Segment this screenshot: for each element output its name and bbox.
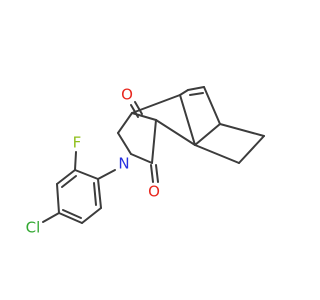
bond-ar2-ar3: [56, 169, 76, 185]
bond-layer: [42, 86, 265, 224]
bond-ar6-ar1: [97, 178, 102, 209]
bond-c3-o-b: [155, 164, 159, 183]
bond-c7a-c3: [151, 119, 157, 164]
bond-ar-inner-1: [61, 175, 77, 188]
bond-ar3-ar4: [56, 183, 60, 214]
bond-ar4-ar5: [58, 212, 83, 224]
bond-bh1-alkene: [179, 89, 189, 96]
atom-nitrogen: N: [118, 155, 129, 173]
bond-c3-o-a: [150, 164, 154, 183]
bond-ar-cl: [42, 212, 60, 223]
atom-oxygen-top: O: [121, 86, 133, 104]
atom-chlorine: Cl: [26, 219, 41, 237]
atom-label-layer: O O N F Cl: [26, 86, 160, 237]
bond-c3a-bh1: [131, 94, 181, 114]
bond-ar-inner-3: [93, 182, 97, 206]
bond-ar-inner-2: [62, 209, 82, 219]
background: [0, 0, 300, 300]
molecule-structure: O O N F Cl: [0, 0, 300, 300]
bond-n-aryl: [97, 169, 116, 180]
atom-fluorine: F: [73, 134, 82, 152]
bond-c1-c3a: [117, 112, 133, 134]
bond-alkene-a-2: [189, 92, 204, 96]
atom-oxygen-bottom: O: [148, 183, 160, 201]
bond-c1-o-b: [134, 101, 143, 115]
bond-ar-f: [74, 151, 77, 171]
bond-alkene-bh: [203, 86, 221, 125]
bond-bh3-bridge: [194, 123, 221, 146]
bond-bh1-bh2: [179, 94, 196, 146]
bond-bridge-ch2: [219, 123, 265, 137]
bond-n-c1: [117, 132, 132, 155]
bond-c3-n: [130, 153, 153, 164]
bond-ar1-ar2: [74, 169, 99, 180]
bond-ch2-bh2: [194, 144, 240, 164]
bond-c7a-bh2: [155, 119, 196, 146]
bond-alkene-a: [187, 86, 205, 91]
bond-ar5-ar6: [81, 207, 102, 224]
bond-ch2-ch2: [238, 135, 265, 164]
